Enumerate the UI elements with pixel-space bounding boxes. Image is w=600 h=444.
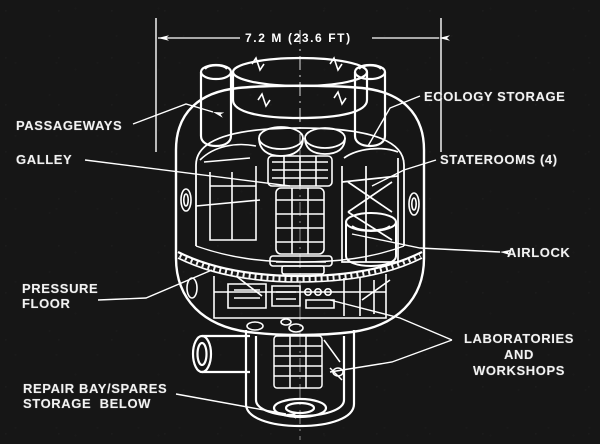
lower-docking-tunnel xyxy=(191,334,250,374)
repair-bay-equipment-rack xyxy=(273,335,344,389)
leader-pressure-floor xyxy=(97,269,213,301)
callout-staterooms: STATEROOMS (4) xyxy=(440,152,558,167)
callout-airlock: AIRLOCK xyxy=(507,245,571,260)
callout-pressure-floor-line1: PRESSURE xyxy=(22,281,99,296)
leader-lines xyxy=(84,95,512,419)
callout-pressure-floor-line2: FLOOR xyxy=(22,296,71,311)
callout-repair-bay-line2: STORAGE BELOW xyxy=(23,396,152,411)
dimension-line-group xyxy=(155,18,450,152)
callout-ecology-storage: ECOLOGY STORAGE xyxy=(424,89,566,104)
callout-laboratories-line1: LABORATORIES xyxy=(463,331,574,346)
leader-labs-upper xyxy=(329,299,453,341)
lower-deck-laboratories xyxy=(213,274,391,333)
leader-ecology-storage xyxy=(367,95,421,147)
upper-deck-left-compartments xyxy=(195,143,261,241)
leader-galley xyxy=(84,159,291,187)
callout-repair-bay-line1: REPAIR BAY/SPARES xyxy=(23,381,168,396)
callout-laboratories-line2: AND xyxy=(504,347,534,362)
leader-staterooms xyxy=(371,159,437,187)
leader-airlock xyxy=(351,233,512,256)
callout-laboratories-line3: WORKSHOPS xyxy=(472,363,566,378)
passageway-tunnel-right xyxy=(353,63,387,148)
break-line-marks xyxy=(251,57,347,107)
leader-repair-bay xyxy=(175,393,298,419)
callout-galley: GALLEY xyxy=(16,152,73,167)
leader-passageways xyxy=(132,103,225,125)
leader-labs-lower xyxy=(329,339,453,373)
callout-passageways: PASSAGEWAYS xyxy=(16,118,123,133)
dimension-label: 7.2 M (23.6 FT) xyxy=(245,31,352,45)
passageway-tunnel-left xyxy=(199,63,233,148)
staterooms-compartments xyxy=(341,147,399,263)
